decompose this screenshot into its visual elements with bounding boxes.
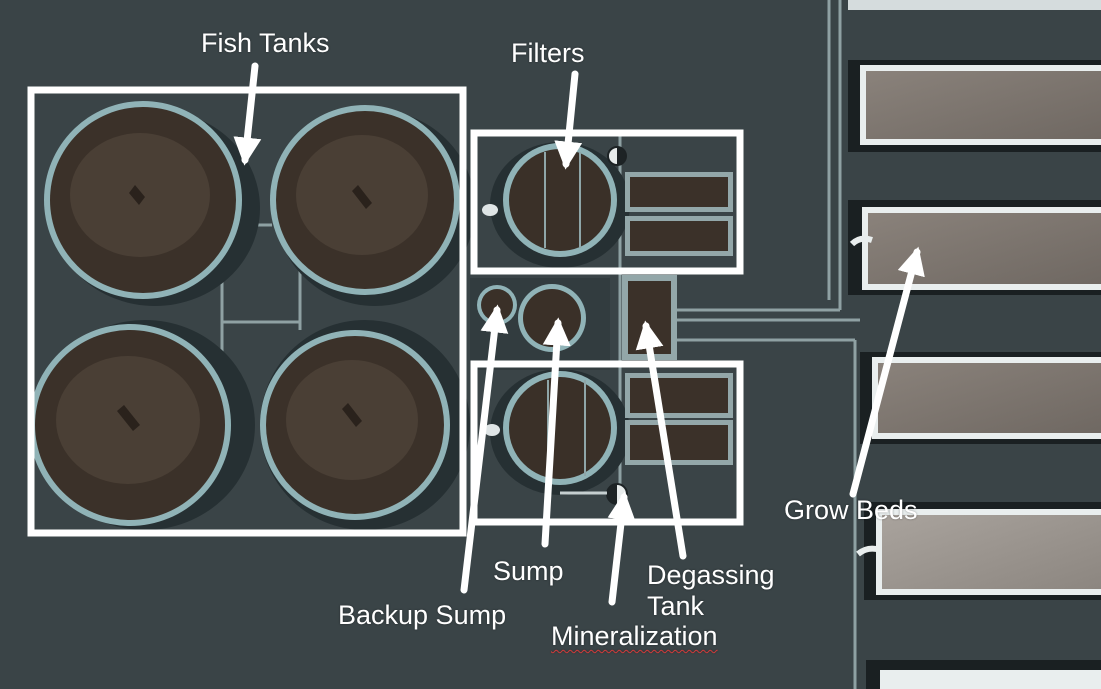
fish-tanks-arrow: [233, 62, 262, 166]
filters-label: Filters: [511, 38, 585, 68]
backup-sump-label: Backup Sump: [338, 600, 507, 630]
filters-box-upper: [470, 129, 744, 275]
grow-bed-3: [860, 352, 1101, 444]
sump-arrow: [541, 317, 571, 548]
grow-beds-arrow: [849, 246, 925, 498]
grow-beds: [848, 0, 1101, 689]
grow-bed-5: [866, 660, 1101, 689]
filters-box-lower: [470, 360, 744, 526]
fish-tanks-box: [27, 86, 467, 537]
filters-arrow: [554, 70, 583, 170]
sump-label: Sump: [493, 556, 564, 586]
fish-tank-3: [29, 320, 255, 530]
mineralization-arrow: [607, 491, 636, 606]
grow-bed-1: [848, 60, 1101, 152]
fish-tanks: [29, 101, 475, 530]
grow-beds-label: Grow Beds: [784, 495, 918, 525]
annotation-arrows: [233, 62, 925, 606]
fish-tanks-label: Fish Tanks: [201, 28, 330, 58]
fish-tank-2: [270, 105, 475, 306]
fish-tank-1: [44, 101, 260, 306]
degassing-label: Degassing: [647, 560, 775, 590]
mineralization-label: Mineralization: [551, 621, 718, 651]
tank-label: Tank: [647, 591, 705, 621]
annotation-boxes: [27, 86, 744, 537]
backup-sump-arrow: [460, 304, 509, 594]
grow-bed-4: [856, 502, 1101, 600]
filters: [482, 142, 733, 495]
grow-bed-2: [848, 200, 1101, 295]
degassing-tank-arrow: [635, 320, 687, 560]
fish-tank-4: [260, 320, 470, 530]
degassing-tank: [622, 275, 677, 360]
